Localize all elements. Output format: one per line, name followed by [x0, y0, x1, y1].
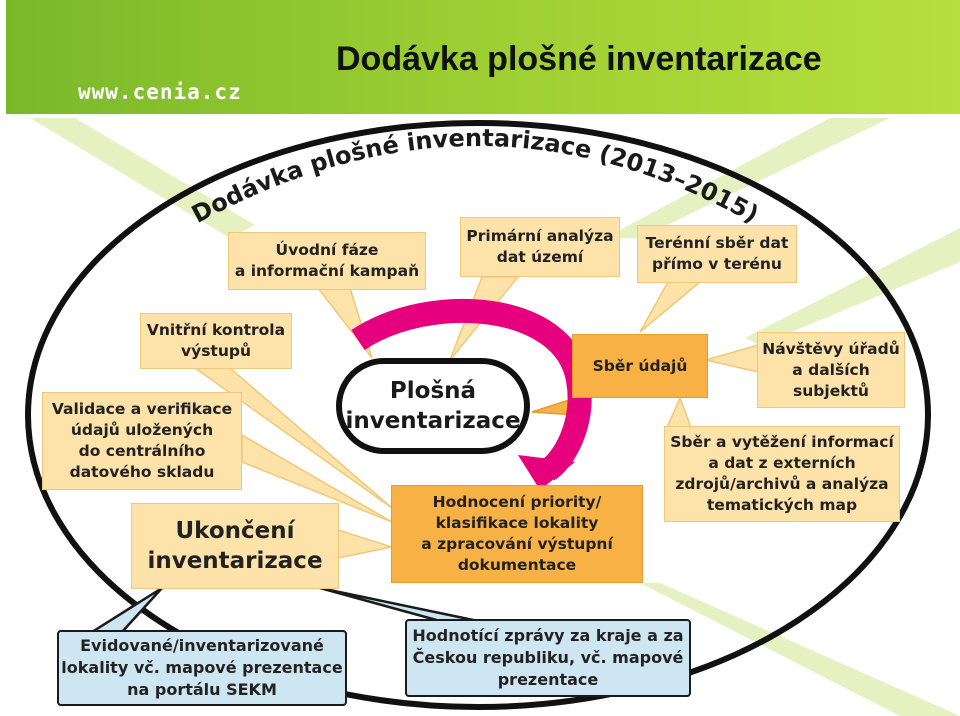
- pointer-validace: [241, 433, 393, 523]
- box-ukonceni: Ukončení inventarizace: [131, 503, 339, 589]
- ray-right: [745, 228, 960, 345]
- outer-ellipse: [25, 120, 931, 710]
- pointer-terenni: [639, 281, 703, 333]
- box-validace: Validace a verifikace údajů uložených do…: [42, 392, 242, 490]
- header-banner: [6, 0, 960, 114]
- center-plosna-inventarizace: Plošná inventarizace: [336, 358, 530, 454]
- ray-bottom-right: [640, 583, 960, 716]
- cycle-arrow: [351, 298, 592, 481]
- pointer-hodnotici: [318, 586, 480, 623]
- pointer-ukonceni: [337, 528, 395, 559]
- cycle-arrowhead: [518, 455, 575, 490]
- slide-title: Dodávka plošné inventarizace: [336, 40, 822, 78]
- box-sber-udaju: Sběr údajů: [572, 334, 708, 398]
- pointer-navstevy: [703, 344, 759, 373]
- box-sber-vytezeni: Sběr a vytěžení informací a dat z extern…: [664, 426, 900, 522]
- box-terenni-sber: Terénní sběr dat přímo v terénu: [637, 225, 797, 283]
- box-primarni-analyza: Primární analýza dat území: [460, 217, 620, 277]
- box-uvodni-faze: Úvodní fáze a informační kampaň: [228, 232, 426, 290]
- box-hodnotici-zpravy: Hodnotící zprávy za kraje a za Českou re…: [405, 619, 691, 697]
- box-navstevy-uradu: Návštěvy úřadů a dalších subjektů: [757, 332, 905, 408]
- ray-top-left: [30, 118, 255, 238]
- cenia-url: www.cenia.cz: [78, 80, 242, 104]
- slide-header: www.cenia.cz Dodávka plošné inventarizac…: [0, 0, 960, 116]
- box-vnitrni-kontrola: Vnitřní kontrola výstupů: [140, 313, 292, 369]
- box-hodnoceni: Hodnocení priority/ klasifikace lokality…: [391, 485, 643, 583]
- box-evidovane-lokality: Evidované/inventarizované lokality vč. m…: [57, 630, 347, 706]
